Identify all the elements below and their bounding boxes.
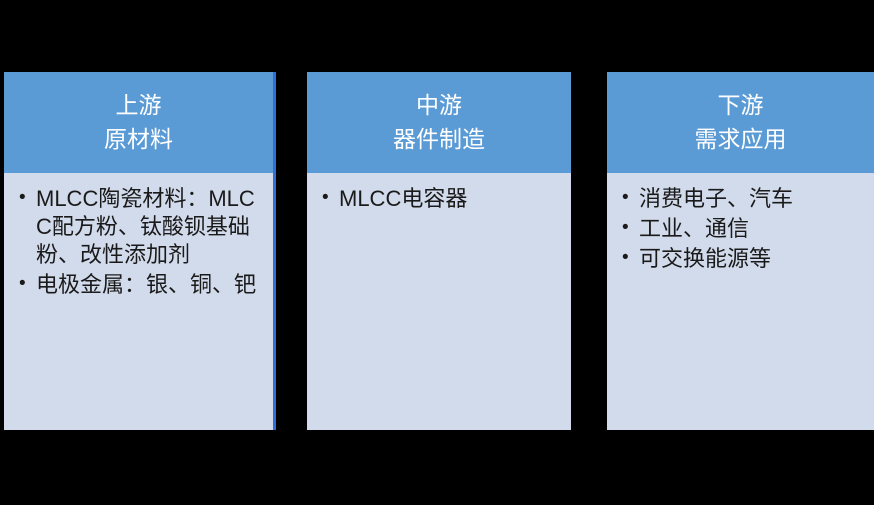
- column-header-upstream: 上游 原材料: [4, 72, 273, 173]
- column-name-label: 器件制造: [393, 125, 485, 152]
- chain-column-upstream: 上游 原材料 MLCC陶瓷材料：MLCC配方粉、钛酸钡基础粉、改性添加剂 电极金…: [4, 72, 276, 430]
- list-item: MLCC电容器: [317, 185, 561, 213]
- chain-column-downstream: 下游 需求应用 消费电子、汽车 工业、通信 可交换能源等: [607, 72, 874, 430]
- bullet-list-downstream: 消费电子、汽车 工业、通信 可交换能源等: [617, 185, 864, 273]
- list-item: 可交换能源等: [617, 245, 864, 273]
- list-item: 消费电子、汽车: [617, 185, 864, 213]
- column-stage-label: 上游: [115, 91, 162, 118]
- column-name-label: 需求应用: [694, 125, 787, 152]
- column-header-midstream: 中游 器件制造: [307, 72, 571, 173]
- bullet-list-upstream: MLCC陶瓷材料：MLCC配方粉、钛酸钡基础粉、改性添加剂 电极金属：银、铜、钯: [14, 185, 263, 300]
- column-stage-label: 下游: [717, 91, 764, 118]
- list-item: MLCC陶瓷材料：MLCC配方粉、钛酸钡基础粉、改性添加剂: [14, 185, 263, 269]
- chain-column-midstream: 中游 器件制造 MLCC电容器: [307, 72, 571, 430]
- column-body-upstream: MLCC陶瓷材料：MLCC配方粉、钛酸钡基础粉、改性添加剂 电极金属：银、铜、钯: [4, 173, 273, 430]
- list-item: 电极金属：银、铜、钯: [14, 271, 263, 299]
- column-body-midstream: MLCC电容器: [307, 173, 571, 430]
- list-item: 工业、通信: [617, 215, 864, 243]
- column-body-downstream: 消费电子、汽车 工业、通信 可交换能源等: [607, 173, 874, 430]
- column-header-downstream: 下游 需求应用: [607, 72, 874, 173]
- column-name-label: 原材料: [104, 125, 173, 152]
- column-stage-label: 中游: [416, 91, 462, 118]
- bullet-list-midstream: MLCC电容器: [317, 185, 561, 213]
